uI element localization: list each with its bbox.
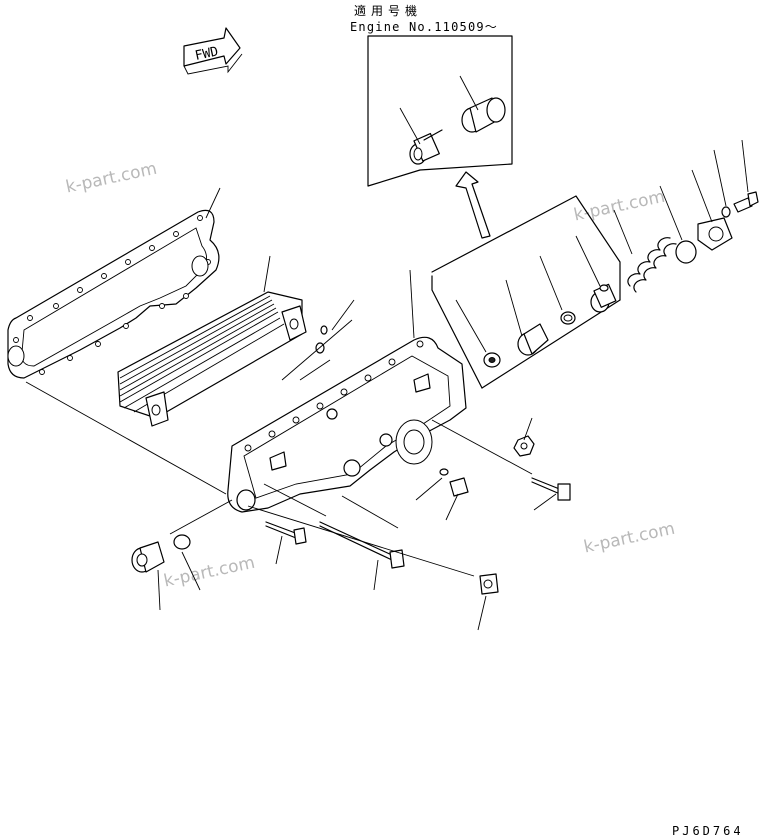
- bolt-long-right: [531, 477, 571, 501]
- fwd-arrow-icon: FWD: [183, 27, 243, 75]
- oil-cooler-cover: [227, 336, 467, 513]
- spring-part: [627, 237, 677, 293]
- fwd-label: FWD: [194, 44, 220, 64]
- inset-pointer-arrow: [455, 171, 491, 239]
- leader-lines: [25, 139, 749, 631]
- oil-cooler-element: [117, 291, 307, 427]
- thermostat-valve-parts: [483, 283, 617, 368]
- plug-part: [131, 541, 165, 573]
- nut-part: [513, 435, 535, 457]
- engine-number-label: Engine No.110509～: [350, 20, 498, 34]
- flange-cover-part: [697, 217, 733, 251]
- stud-bolt: [449, 477, 469, 497]
- applicability-label: 適用号機: [354, 4, 423, 18]
- gasket-part: [7, 209, 220, 379]
- bolt-lower-right: [479, 573, 499, 595]
- small-gasket: [439, 468, 449, 476]
- washer-part: [721, 206, 731, 218]
- inset-box: [367, 35, 513, 187]
- bolt-long-center: [319, 521, 405, 569]
- plug-gasket: [173, 534, 191, 550]
- bolt-part: [733, 191, 759, 213]
- bolt-short: [265, 521, 307, 545]
- drawing-code: PJ6D764: [672, 824, 744, 838]
- sleeve-part: [461, 97, 506, 133]
- valve-part: [409, 129, 443, 165]
- parts-group-bracket: [431, 195, 621, 389]
- o-ring-part: [675, 240, 697, 264]
